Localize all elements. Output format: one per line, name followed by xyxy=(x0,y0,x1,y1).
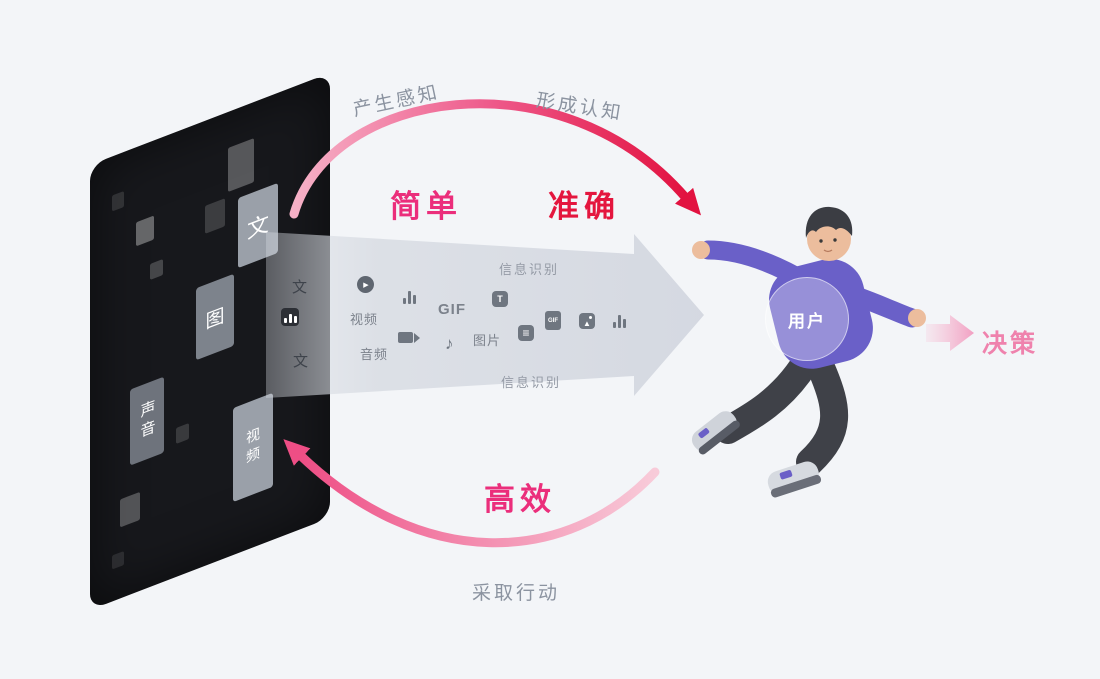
screen-tile-image: 图 xyxy=(196,273,234,361)
bar-chart-icon xyxy=(613,315,626,328)
keyword-accurate: 准确 xyxy=(548,189,620,224)
perception-curve-arrow xyxy=(289,99,702,219)
label-audio: 音频 xyxy=(360,347,389,362)
caption-cognize: 形成认知 xyxy=(534,90,625,125)
tile-label: 声音 xyxy=(138,397,156,445)
caption-info-recognition-bottom: 信息识别 xyxy=(501,375,562,390)
decision-arrow xyxy=(926,315,974,351)
bar-chart-icon xyxy=(403,291,416,304)
keyword-simple: 简单 xyxy=(390,189,462,224)
user-badge-label: 用户 xyxy=(788,311,826,331)
edge-label-text: 文 xyxy=(293,353,309,370)
label-gif: GIF xyxy=(438,301,466,318)
screen-decor-tile xyxy=(176,422,189,444)
tile-label: 文 xyxy=(246,210,269,244)
label-image: 图片 xyxy=(473,333,502,348)
screen-decor-tile xyxy=(228,138,254,193)
left-shoe xyxy=(691,411,740,455)
decision-label: 决策 xyxy=(982,330,1039,358)
label-video: 视频 xyxy=(350,312,379,327)
screen-decor-tile xyxy=(112,550,124,570)
media-screen: 文 图 声音 视频 xyxy=(90,72,330,611)
screen-tile-text: 文 xyxy=(238,182,278,269)
screen-tile-video: 视频 xyxy=(233,392,273,503)
gif-file-icon: GIF xyxy=(545,311,561,330)
edge-label-text: 文 xyxy=(292,279,308,296)
caption-info-recognition-top: 信息识别 xyxy=(499,262,560,277)
gif-file-label: GIF xyxy=(548,317,558,324)
screen-decor-tile xyxy=(136,215,154,247)
screen-decor-tile xyxy=(112,190,124,212)
text-file-icon xyxy=(492,291,508,307)
user-badge: 用户 xyxy=(765,277,849,361)
action-curve-arrow xyxy=(283,439,660,548)
music-note-icon xyxy=(445,334,454,354)
screen-decor-tile xyxy=(205,198,225,234)
caption-take-action: 采取行动 xyxy=(472,583,561,604)
tile-label: 视频 xyxy=(245,425,261,470)
keyword-efficient: 高效 xyxy=(484,482,556,517)
image-icon xyxy=(579,313,595,329)
bar-chart-icon xyxy=(281,308,299,326)
list-icon xyxy=(518,325,534,341)
info-arrow-shape xyxy=(266,232,704,398)
right-shoe xyxy=(767,461,822,498)
play-icon xyxy=(357,276,374,293)
screen-decor-tile xyxy=(120,491,140,528)
tile-label: 图 xyxy=(205,304,225,334)
screen-decor-tile xyxy=(150,258,163,280)
caption-perceive: 产生感知 xyxy=(351,82,442,121)
video-camera-icon xyxy=(398,332,420,343)
screen-tile-sound: 声音 xyxy=(130,376,164,466)
